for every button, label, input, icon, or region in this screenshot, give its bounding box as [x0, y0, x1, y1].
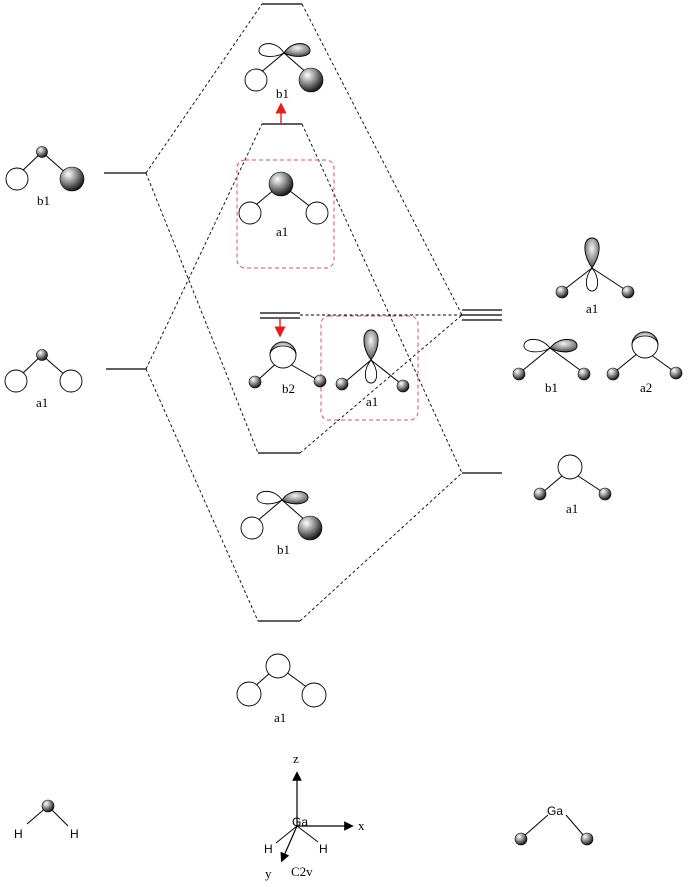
- label-axis-y: y: [265, 866, 272, 881]
- ga-p-a2-orbital: [606, 331, 683, 381]
- correlation-lines: [145, 3, 463, 622]
- label-h-right: H: [70, 827, 79, 841]
- label-axis-z: z: [293, 751, 299, 766]
- label-h-left: H: [14, 827, 23, 841]
- label-ga-right: Ga: [547, 804, 563, 818]
- label-ga-p-a1: a1: [586, 301, 598, 316]
- mo-b2-orbital: [248, 341, 327, 389]
- label-point-group: C2v: [291, 864, 313, 879]
- label-h-center-right: H: [319, 842, 328, 856]
- ga-p-a1-orbital: [555, 237, 635, 299]
- label-mo-low-a1: a1: [274, 710, 286, 725]
- label-ga-p-b1: b1: [545, 380, 558, 395]
- ga-fragment: [514, 814, 594, 846]
- label-ga-p-a2: a2: [640, 380, 652, 395]
- mo-low-b1-orbital: [240, 490, 323, 541]
- highlight-box-a1-mid: [320, 315, 419, 421]
- label-ga-s-a1: a1: [566, 501, 578, 516]
- label-mo-low-b1: b1: [277, 542, 290, 557]
- label-mo-b2: b2: [282, 381, 295, 396]
- label-mo-top-b1: b1: [276, 86, 289, 101]
- ga-p-b1-orbital: [512, 338, 591, 381]
- label-mo-a1-boxed: a1: [276, 224, 288, 239]
- mo-top-b1-orbital: [244, 43, 324, 93]
- label-h-center-left: H: [264, 842, 273, 856]
- highlight-box-a1: [236, 159, 335, 269]
- coordinate-axes: [275, 771, 354, 863]
- mo-a1-mid-orbital: [335, 329, 410, 393]
- ga-s-a1-orbital: [533, 454, 612, 501]
- mo-low-a1-orbital: [236, 653, 327, 708]
- label-mo-a1-mid: a1: [366, 394, 378, 409]
- label-h2-a1: a1: [36, 395, 48, 410]
- h2-a1-orbital: [4, 349, 83, 393]
- h2-b1-orbital: [5, 146, 85, 192]
- h2-fragment: [26, 799, 69, 827]
- label-h2-b1: b1: [37, 193, 50, 208]
- label-ga-center: Ga: [292, 815, 308, 829]
- mo-a1-boxed-orbital: [238, 171, 329, 225]
- label-axis-x: x: [358, 818, 365, 833]
